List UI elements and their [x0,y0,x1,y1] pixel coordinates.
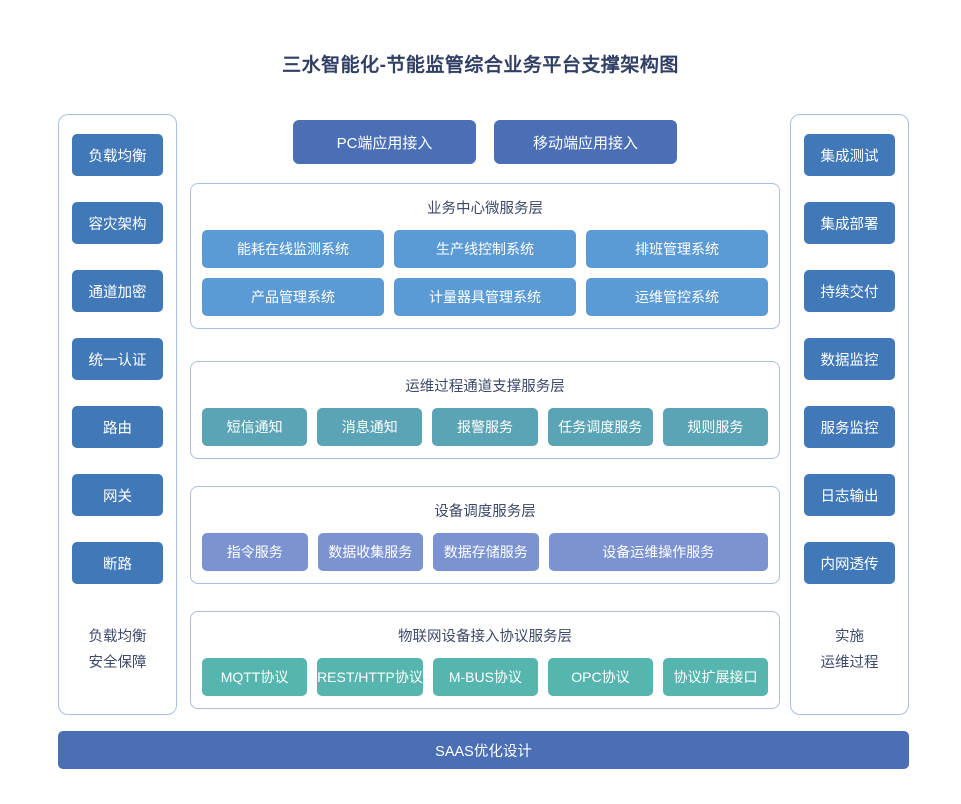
node-data-storage-service[interactable]: 数据存储服务 [433,533,539,571]
ops-layer-title: 运维过程通道支撑服务层 [405,379,565,395]
left-panel-footer-line1: 负载均衡 [88,629,147,645]
node-shift-management-system[interactable]: 排班管理系统 [586,230,768,268]
sidebar-item-data-monitoring[interactable]: 数据监控 [804,338,895,380]
node-rule-service[interactable]: 规则服务 [662,408,769,446]
right-panel-footer-line1: 实施 [835,629,864,645]
node-sms-notification[interactable]: 短信通知 [202,408,308,446]
node-metering-device-management-system[interactable]: 计量器具管理系统 [394,278,576,316]
sidebar-item-channel-encryption[interactable]: 通道加密 [72,270,163,312]
business-layer-row-1: 能耗在线监测系统 生产线控制系统 排班管理系统 [202,230,768,268]
device-layer-row-1: 指令服务 数据收集服务 数据存储服务 设备运维操作服务 [202,533,769,571]
sidebar-item-circuit-breaker[interactable]: 断路 [72,542,163,584]
ops-layer-row-1: 短信通知 消息通知 报警服务 任务调度服务 规则服务 [202,408,769,446]
business-microservice-layer: 业务中心微服务层 能耗在线监测系统 生产线控制系统 排班管理系统 产品管理系统 … [190,183,780,329]
node-mbus-protocol[interactable]: M-BUS协议 [432,658,538,696]
sidebar-item-load-balance[interactable]: 负载均衡 [72,134,163,176]
iot-layer-title: 物联网设备接入协议服务层 [398,629,572,645]
sidebar-item-integration-test[interactable]: 集成测试 [804,134,895,176]
device-scheduling-service-layer: 设备调度服务层 指令服务 数据收集服务 数据存储服务 设备运维操作服务 [190,486,780,584]
mobile-application-access-button[interactable]: 移动端应用接入 [494,120,677,164]
sidebar-item-continuous-delivery[interactable]: 持续交付 [804,270,895,312]
node-protocol-extension-interface[interactable]: 协议扩展接口 [662,658,769,696]
node-mqtt-protocol[interactable]: MQTT协议 [202,658,308,696]
node-product-management-system[interactable]: 产品管理系统 [202,278,384,316]
node-production-line-control-system[interactable]: 生产线控制系统 [394,230,576,268]
node-operations-control-system[interactable]: 运维管控系统 [586,278,768,316]
sidebar-item-service-monitoring[interactable]: 服务监控 [804,406,895,448]
page-title: 三水智能化-节能监管综合业务平台支撑架构图 [282,55,679,76]
node-device-operation-maintenance-service[interactable]: 设备运维操作服务 [548,533,769,571]
business-layer-title: 业务中心微服务层 [427,201,543,217]
application-access-row: PC端应用接入 移动端应用接入 [190,120,780,164]
sidebar-item-intranet-tunnel[interactable]: 内网透传 [804,542,895,584]
left-side-panel: 负载均衡 容灾架构 通道加密 统一认证 路由 网关 断路 负载均衡 安全保障 [58,114,177,715]
right-side-panel: 集成测试 集成部署 持续交付 数据监控 服务监控 日志输出 内网透传 实施 运维… [790,114,909,715]
sidebar-item-log-output[interactable]: 日志输出 [804,474,895,516]
node-alarm-service[interactable]: 报警服务 [432,408,538,446]
sidebar-item-gateway[interactable]: 网关 [72,474,163,516]
business-layer-row-2: 产品管理系统 计量器具管理系统 运维管控系统 [202,278,768,316]
node-opc-protocol[interactable]: OPC协议 [547,658,653,696]
node-command-service[interactable]: 指令服务 [202,533,308,571]
sidebar-item-integration-deploy[interactable]: 集成部署 [804,202,895,244]
left-panel-footer-line2: 安全保障 [88,655,147,671]
device-layer-title: 设备调度服务层 [434,504,536,520]
left-panel-footer: 负载均衡 安全保障 [89,624,147,676]
node-data-collection-service[interactable]: 数据收集服务 [317,533,424,571]
saas-optimization-bar[interactable]: SAAS优化设计 [58,731,909,769]
pc-application-access-button[interactable]: PC端应用接入 [293,120,476,164]
sidebar-item-routing[interactable]: 路由 [72,406,163,448]
right-panel-footer-line2: 运维过程 [820,655,879,671]
node-task-scheduling-service[interactable]: 任务调度服务 [547,408,653,446]
operations-channel-support-layer: 运维过程通道支撑服务层 短信通知 消息通知 报警服务 任务调度服务 规则服务 [190,361,780,459]
node-energy-monitoring-system[interactable]: 能耗在线监测系统 [202,230,384,268]
node-rest-http-protocol[interactable]: REST/HTTP协议 [317,658,423,696]
right-panel-footer: 实施 运维过程 [821,624,879,676]
node-message-notification[interactable]: 消息通知 [317,408,423,446]
iot-layer-row-1: MQTT协议 REST/HTTP协议 M-BUS协议 OPC协议 协议扩展接口 [202,658,769,696]
sidebar-item-unified-auth[interactable]: 统一认证 [72,338,163,380]
iot-protocol-service-layer: 物联网设备接入协议服务层 MQTT协议 REST/HTTP协议 M-BUS协议 … [190,611,780,709]
sidebar-item-disaster-recovery[interactable]: 容灾架构 [72,202,163,244]
